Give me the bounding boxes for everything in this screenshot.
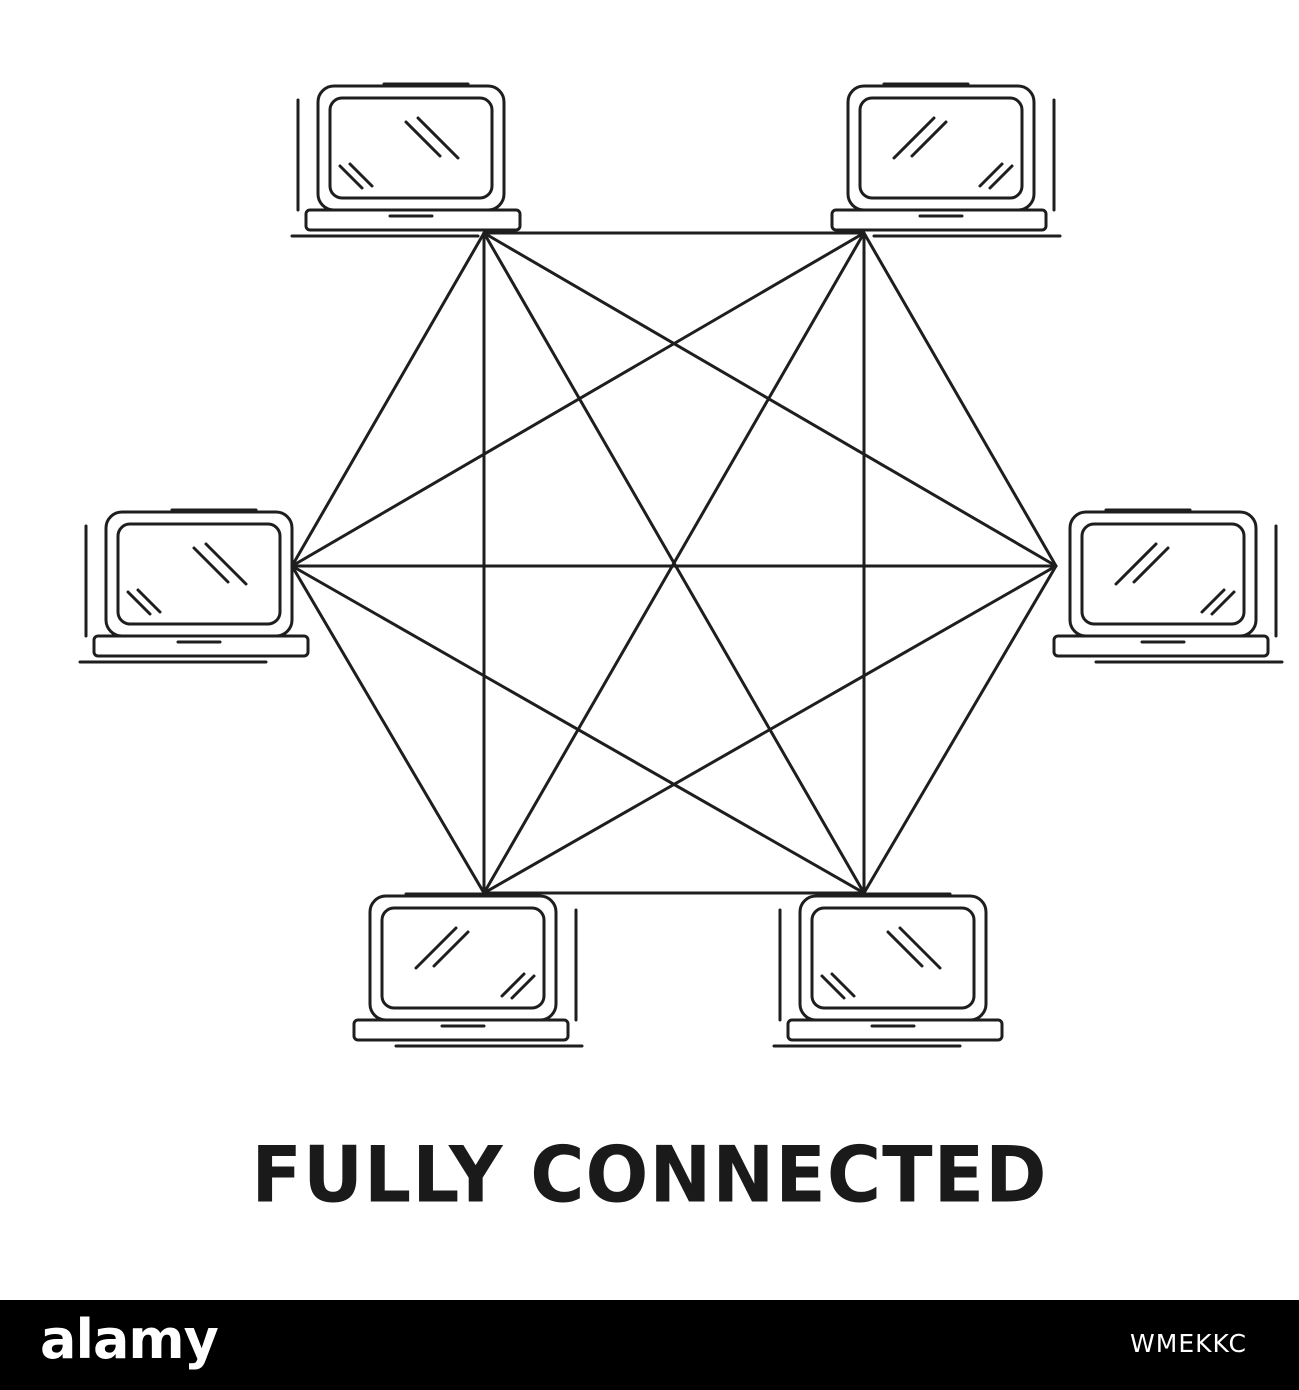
brand-logo: alamy bbox=[40, 1308, 219, 1371]
glare-line bbox=[500, 972, 526, 998]
connection-line-top-left-to-left bbox=[290, 231, 486, 568]
laptop-screen-frame bbox=[1068, 510, 1258, 638]
glare-line bbox=[1114, 542, 1158, 586]
glare-line bbox=[830, 972, 856, 998]
connection-line-top-right-to-right bbox=[862, 231, 1058, 568]
laptop-screen-frame bbox=[104, 510, 294, 638]
laptop-base bbox=[304, 208, 522, 232]
laptop-icon-top-left bbox=[290, 82, 522, 238]
glare-line bbox=[136, 588, 162, 614]
glare-line bbox=[338, 164, 364, 190]
laptop-display bbox=[810, 906, 976, 1010]
glare-line bbox=[910, 120, 948, 158]
connection-line-right-to-bottom-right bbox=[862, 564, 1058, 895]
laptop-icon-right bbox=[1052, 508, 1284, 664]
diagram-title: FULLY CONNECTED bbox=[251, 1129, 1048, 1221]
glare-line bbox=[414, 926, 458, 970]
glare-line bbox=[204, 542, 248, 586]
laptop-icon-top-right bbox=[830, 82, 1062, 238]
laptop-base bbox=[786, 1018, 1004, 1042]
laptop-screen-frame bbox=[798, 894, 988, 1022]
laptop-icon-bottom-left bbox=[352, 892, 584, 1048]
connection-line-right-to-bottom-left bbox=[482, 564, 1058, 895]
glare-line bbox=[820, 974, 846, 1000]
connection-lines bbox=[290, 231, 1058, 895]
glare-line bbox=[404, 120, 442, 158]
laptop-nodes bbox=[78, 82, 1284, 1048]
network-diagram bbox=[78, 82, 1284, 1048]
glare-line bbox=[348, 162, 374, 188]
laptop-display bbox=[380, 906, 546, 1010]
laptop-base bbox=[830, 208, 1048, 232]
laptop-icon-left bbox=[78, 508, 310, 664]
image-id: WMEKKC bbox=[1130, 1329, 1247, 1358]
connection-line-top-left-to-right bbox=[482, 231, 1058, 568]
glare-line bbox=[192, 546, 230, 584]
glare-line bbox=[1132, 546, 1170, 584]
connection-line-bottom-right-to-left bbox=[290, 564, 866, 895]
glare-line bbox=[1200, 588, 1226, 614]
laptop-display bbox=[1080, 522, 1246, 626]
laptop-base bbox=[1052, 634, 1270, 658]
laptop-display bbox=[328, 96, 494, 200]
glare-line bbox=[988, 164, 1014, 190]
glare-line bbox=[1210, 590, 1236, 616]
laptop-base bbox=[92, 634, 310, 658]
watermark-bar: alamy WMEKKC bbox=[0, 1300, 1299, 1390]
glare-line bbox=[510, 974, 536, 1000]
glare-line bbox=[886, 930, 924, 968]
laptop-base bbox=[352, 1018, 570, 1042]
laptop-screen-frame bbox=[846, 84, 1036, 212]
glare-line bbox=[898, 926, 942, 970]
laptop-icon-bottom-right bbox=[772, 892, 1004, 1048]
glare-line bbox=[432, 930, 470, 968]
glare-line bbox=[978, 162, 1004, 188]
connection-line-bottom-left-to-left bbox=[290, 564, 486, 895]
laptop-display bbox=[116, 522, 282, 626]
glare-line bbox=[416, 116, 460, 160]
connection-line-top-right-to-left bbox=[290, 231, 866, 568]
laptop-screen-frame bbox=[368, 894, 558, 1022]
laptop-display bbox=[858, 96, 1024, 200]
laptop-screen-frame bbox=[316, 84, 506, 212]
connection-line-top-right-to-bottom-left bbox=[482, 231, 866, 895]
glare-line bbox=[126, 590, 152, 616]
glare-line bbox=[892, 116, 936, 160]
